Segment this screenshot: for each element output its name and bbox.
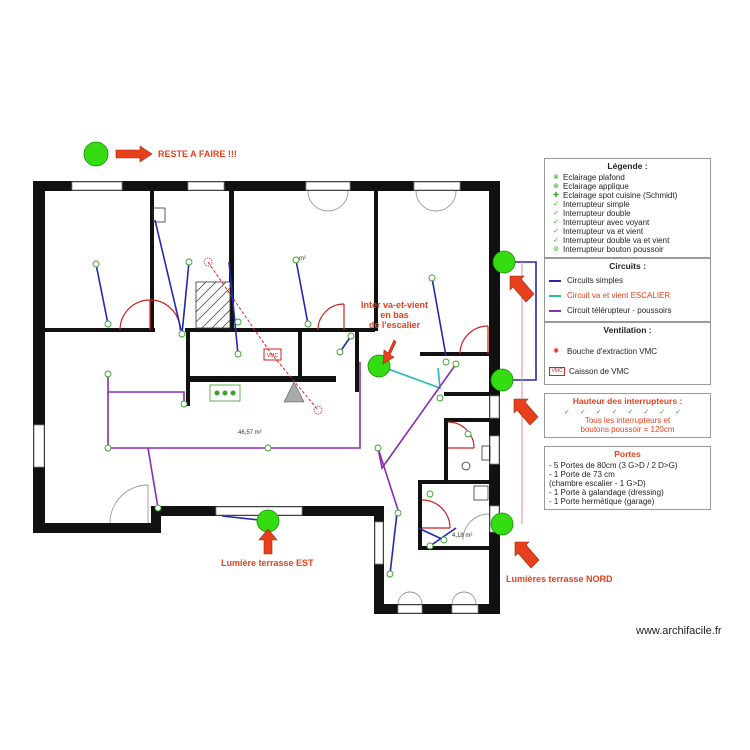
stair-hatch bbox=[195, 281, 231, 329]
portes-line: - 1 Porte à galandage (dressing) bbox=[549, 488, 664, 497]
legend-item: ✓Interrupteur double va et vient bbox=[549, 236, 706, 245]
callout-lumiere-est: Lumière terrasse EST bbox=[221, 558, 314, 568]
legend-item: ✓Interrupteur simple bbox=[549, 200, 706, 209]
area-bedroom: m² bbox=[299, 256, 306, 262]
hauteur-note-line1: Tous les interrupteurs et bbox=[584, 416, 671, 425]
vmc-duct bbox=[207, 261, 319, 411]
portes-line: - 5 Portes de 80cm (3 G>D / 2 D>G) bbox=[549, 461, 678, 470]
svg-text:VMC: VMC bbox=[267, 353, 279, 359]
circuit-vaetvient bbox=[379, 365, 441, 390]
area-small: 4,18 m² bbox=[452, 533, 473, 539]
ventilation-bouche: ✺Bouche d'extraction VMC bbox=[549, 341, 706, 361]
light-icon: ⊗ bbox=[553, 174, 559, 181]
callout-inter-line1: Inter va-et-vient bbox=[361, 300, 429, 310]
doors-grey bbox=[109, 190, 490, 605]
caisson-icon: VMC bbox=[549, 366, 565, 376]
ventilation-title: Ventilation : bbox=[603, 325, 652, 335]
circuit-item-telerupteur: Circuit télérupteur - poussoirs bbox=[549, 303, 706, 318]
legend-item: ⊗Eclairage plafond bbox=[549, 173, 706, 182]
arrows bbox=[115, 145, 540, 569]
callout-inter-vaetvient: Inter va-et-vient en bas de l'escalier bbox=[361, 300, 428, 330]
circuit-simple bbox=[95, 219, 537, 575]
callout-inter-line3: de l'escalier bbox=[368, 320, 421, 330]
legend-item: ⊘Interrupteur bouton poussoir bbox=[549, 245, 706, 254]
circuit-item-vaetvient: Circuit va et vient ESCALIER bbox=[549, 288, 706, 303]
hauteur-note-line2: boutons poussoir = 120cm bbox=[580, 425, 675, 434]
legend-item: ✓Interrupteur avec voyant bbox=[549, 218, 706, 227]
kitchen-spots-icon bbox=[209, 384, 241, 402]
callout-inter-line2: en bas bbox=[380, 310, 409, 320]
vmc-bouche-icon bbox=[313, 405, 323, 415]
telerupteur-line-icon bbox=[549, 309, 561, 312]
legend-title: Légende : bbox=[607, 161, 648, 171]
hauteur-symbols: ✓✓✓✓✓✓✓✓ bbox=[564, 409, 691, 416]
circuit-item-simple: Circuits simples bbox=[549, 273, 706, 288]
vaetvient-line-icon bbox=[549, 294, 561, 297]
push-button-icon: ⊘ bbox=[553, 246, 559, 253]
double-switch-icon: ✓ bbox=[553, 210, 559, 217]
bouche-icon: ✺ bbox=[553, 348, 559, 355]
callout-reste-a-faire: RESTE A FAIRE !!! bbox=[158, 149, 237, 159]
portes-line: - 1 Porte de 73 cm bbox=[549, 470, 615, 479]
spot-icon: ✚ bbox=[553, 192, 559, 199]
portes-title: Portes bbox=[614, 449, 641, 459]
callout-lumieres-nord: Lumières terrasse NORD bbox=[506, 574, 613, 584]
sink-fixture bbox=[152, 207, 491, 501]
portes-box: Portes - 5 Portes de 80cm (3 G>D / 2 D>G… bbox=[544, 446, 711, 510]
double-two-way-switch-icon: ✓ bbox=[553, 237, 559, 244]
electrical-symbols bbox=[92, 256, 472, 578]
simple-line-icon bbox=[549, 279, 561, 282]
legend-box: Légende : ⊗Eclairage plafond ⊗Eclairage … bbox=[544, 158, 711, 258]
two-way-switch-icon: ✓ bbox=[553, 228, 559, 235]
vmc-shaft bbox=[283, 381, 305, 403]
circuits-box: Circuits : Circuits simples Circuit va e… bbox=[544, 258, 711, 322]
indicator-switch-icon: ✓ bbox=[553, 219, 559, 226]
legend-panel: Légende : ⊗Eclairage plafond ⊗Eclairage … bbox=[544, 158, 711, 516]
legend-item: ⊗Eclairage applique bbox=[549, 182, 706, 191]
vmc-bouche-icon bbox=[203, 257, 213, 267]
doors bbox=[119, 299, 489, 529]
wall-light-icon: ⊗ bbox=[553, 183, 559, 190]
watermark: www.archifacile.fr bbox=[636, 625, 722, 637]
hauteur-title: Hauteur des interrupteurs : bbox=[572, 396, 683, 406]
legend-item: ✚Eclairage spot cuisine (Schmidt) bbox=[549, 191, 706, 200]
legend-item: ✓Interrupteur double bbox=[549, 209, 706, 218]
switch-icon: ✓ bbox=[553, 201, 559, 208]
ventilation-box: Ventilation : ✺Bouche d'extraction VMC V… bbox=[544, 322, 711, 385]
circuits-title: Circuits : bbox=[609, 261, 646, 271]
legend-item: ✓Interrupteur va et vient bbox=[549, 227, 706, 236]
portes-line: (chambre escalier - 1 G>D) bbox=[549, 479, 646, 488]
hauteur-box: Hauteur des interrupteurs : ✓✓✓✓✓✓✓✓ Tou… bbox=[544, 393, 711, 438]
portes-line: - 1 Porte hermétique (garage) bbox=[549, 497, 655, 506]
area-main: 46,57 m² bbox=[238, 430, 262, 436]
circuit-telerupteur bbox=[107, 362, 457, 511]
